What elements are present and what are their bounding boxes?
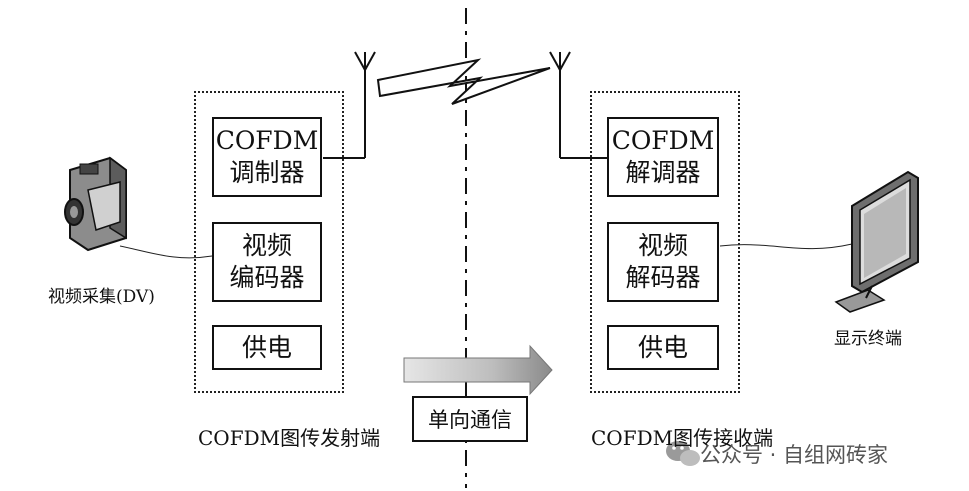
receiver-frame xyxy=(590,91,740,393)
encoder-box: 视频 编码器 xyxy=(212,222,322,302)
camera-cable xyxy=(119,245,213,259)
arrow-icon xyxy=(403,344,553,396)
monitor-cable xyxy=(719,243,853,250)
transmitter-power: 供电 xyxy=(241,332,292,362)
demodulator-line1: COFDM xyxy=(611,126,715,155)
demodulator-line2: 解调器 xyxy=(625,158,701,187)
camcorder-icon xyxy=(64,156,127,252)
watermark: 公众号 · 自组网砖家 xyxy=(700,439,888,469)
antenna-icon xyxy=(323,51,376,159)
lightning-icon xyxy=(376,58,551,105)
decoder-line2: 解码器 xyxy=(625,263,701,292)
demodulator-box: COFDM 解调器 xyxy=(607,117,719,197)
decoder-box: 视频 解码器 xyxy=(607,222,719,302)
link-label: 单向通信 xyxy=(412,396,528,442)
display-label: 显示终端 xyxy=(834,329,902,349)
receiver-power: 供电 xyxy=(637,332,688,362)
monitor-icon xyxy=(834,170,919,313)
modulator-box: COFDM 调制器 xyxy=(212,117,322,197)
transmitter-caption: COFDM图传发射端 xyxy=(198,426,381,450)
source-label: 视频采集(DV) xyxy=(48,287,155,307)
receiver-power-box: 供电 xyxy=(607,325,719,370)
modulator-line1: COFDM xyxy=(215,126,319,155)
modulator-line2: 调制器 xyxy=(229,158,305,187)
antenna-icon xyxy=(549,51,607,159)
watermark-text: 公众号 · 自组网砖家 xyxy=(700,443,889,467)
transmitter-power-box: 供电 xyxy=(212,325,322,370)
wechat-icon xyxy=(666,441,700,466)
encoder-line1: 视频 xyxy=(241,231,292,260)
receiver-caption: COFDM图传接收端 xyxy=(591,426,774,450)
encoder-line2: 编码器 xyxy=(229,263,305,292)
decoder-line1: 视频 xyxy=(637,231,688,260)
transmitter-frame xyxy=(194,91,344,393)
